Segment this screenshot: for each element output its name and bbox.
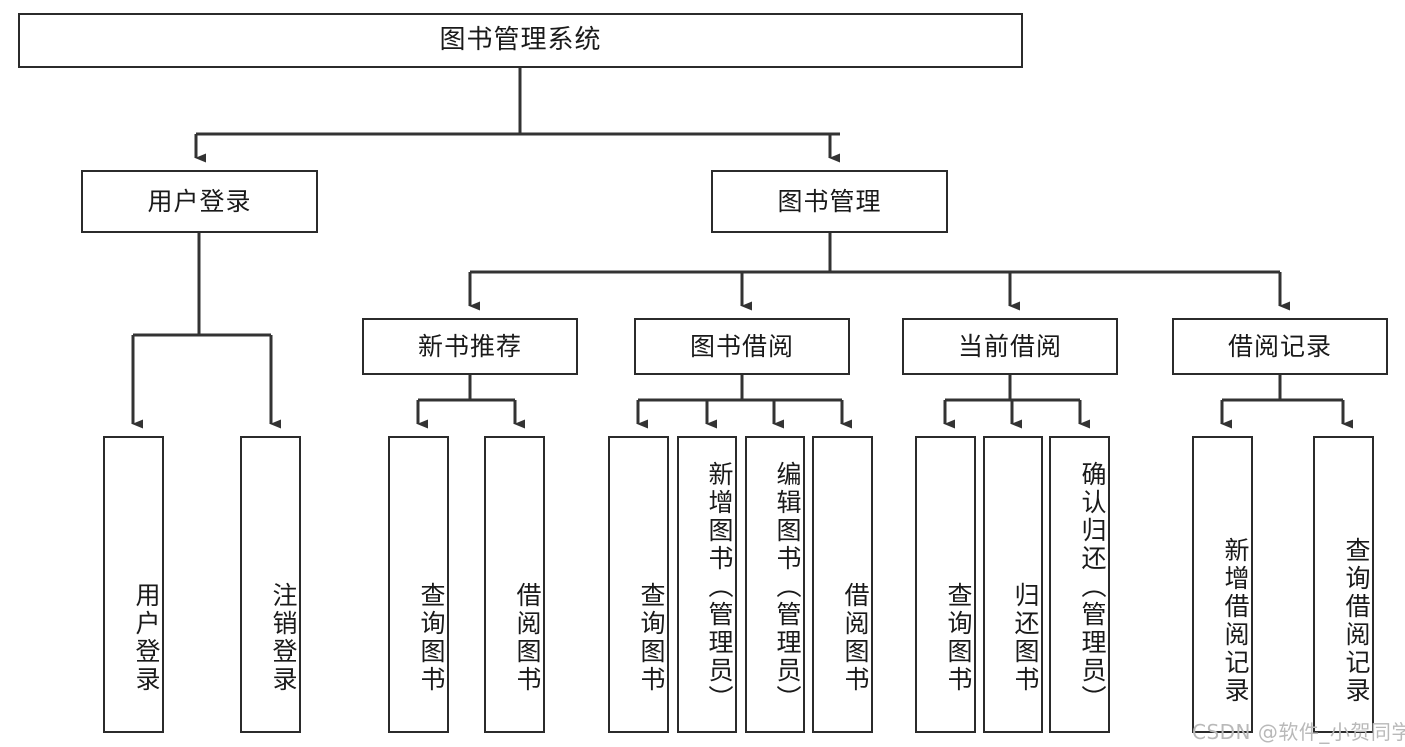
node-new-book-recommend-label: 新书推荐	[417, 331, 522, 361]
leaf-current-confirm-return-label: 确认归还（管理员）	[1078, 460, 1107, 713]
leaf-user-login-logout[interactable]: 注销登录	[240, 436, 301, 733]
node-user-login[interactable]: 用户登录	[81, 170, 318, 233]
node-current-borrow[interactable]: 当前借阅	[902, 318, 1118, 375]
leaf-current-return-book[interactable]: 归还图书	[983, 436, 1043, 733]
leaf-record-query-label: 查询借阅记录	[1342, 536, 1371, 705]
leaf-new-book-query-label: 查询图书	[417, 582, 446, 695]
node-book-borrow-label: 图书借阅	[689, 331, 794, 361]
node-borrow-record-label: 借阅记录	[1227, 331, 1332, 361]
leaf-user-login-login[interactable]: 用户登录	[103, 436, 164, 733]
leaf-record-add[interactable]: 新增借阅记录	[1192, 436, 1253, 733]
leaf-borrow-edit-book-label: 编辑图书（管理员）	[773, 460, 802, 713]
node-user-login-label: 用户登录	[147, 186, 252, 216]
node-book-manage[interactable]: 图书管理	[711, 170, 948, 233]
leaf-borrow-borrow-book[interactable]: 借阅图书	[812, 436, 873, 733]
leaf-current-confirm-return[interactable]: 确认归还（管理员）	[1049, 436, 1110, 733]
leaf-user-login-login-label: 用户登录	[132, 582, 161, 695]
leaf-current-query-book[interactable]: 查询图书	[915, 436, 976, 733]
node-book-manage-label: 图书管理	[777, 186, 882, 216]
leaf-new-book-borrow[interactable]: 借阅图书	[484, 436, 545, 733]
leaf-borrow-query-book-label: 查询图书	[637, 582, 666, 695]
leaf-new-book-query[interactable]: 查询图书	[388, 436, 449, 733]
leaf-borrow-query-book[interactable]: 查询图书	[608, 436, 669, 733]
leaf-borrow-edit-book[interactable]: 编辑图书（管理员）	[745, 436, 805, 733]
leaf-new-book-borrow-label: 借阅图书	[513, 582, 542, 695]
leaf-borrow-borrow-book-label: 借阅图书	[841, 582, 870, 695]
node-current-borrow-label: 当前借阅	[957, 331, 1062, 361]
leaf-current-return-book-label: 归还图书	[1011, 582, 1040, 695]
leaf-borrow-add-book[interactable]: 新增图书（管理员）	[677, 436, 737, 733]
leaf-borrow-add-book-label: 新增图书（管理员）	[705, 460, 734, 713]
leaf-user-login-logout-label: 注销登录	[269, 582, 298, 695]
node-root[interactable]: 图书管理系统	[18, 13, 1023, 68]
node-new-book-recommend[interactable]: 新书推荐	[362, 318, 578, 375]
node-root-label: 图书管理系统	[439, 25, 602, 56]
leaf-record-query[interactable]: 查询借阅记录	[1313, 436, 1374, 733]
node-book-borrow[interactable]: 图书借阅	[634, 318, 850, 375]
node-borrow-record[interactable]: 借阅记录	[1172, 318, 1388, 375]
leaf-record-add-label: 新增借阅记录	[1221, 536, 1250, 705]
leaf-current-query-book-label: 查询图书	[944, 582, 973, 695]
